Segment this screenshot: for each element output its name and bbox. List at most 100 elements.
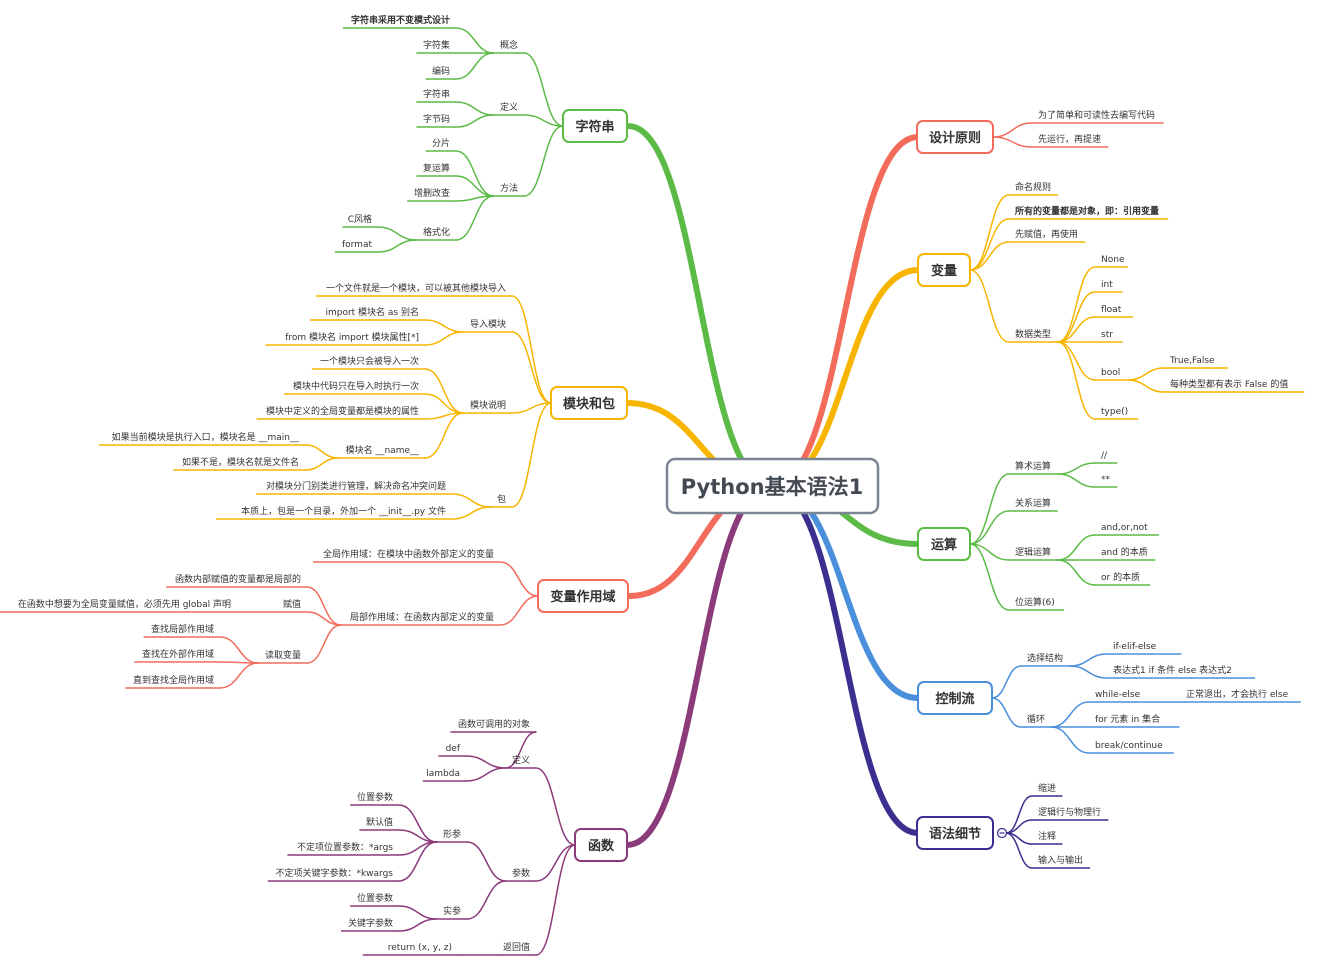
- label-var-ref: 所有的变量都是对象，即：引用变量: [1015, 205, 1159, 217]
- topic-variable-scope[interactable]: [537, 579, 629, 613]
- label-desc-1: 一个模块只会被导入一次: [320, 355, 419, 367]
- connector-line: [306, 586, 342, 626]
- topic-control-flow[interactable]: [917, 681, 993, 715]
- label-fmt-1: C风格: [348, 213, 372, 225]
- label-loop-2: for 元素 in 集合: [1095, 713, 1160, 725]
- connector-line: [992, 136, 1033, 148]
- topic-variable-scope-box: [537, 579, 629, 613]
- connector-line: [1057, 291, 1096, 343]
- connector-line: [969, 473, 1010, 545]
- label-syn-3: 注释: [1038, 830, 1056, 842]
- connector-line: [991, 665, 1022, 699]
- label-param-formal: 形参: [443, 828, 461, 840]
- topic-function-label: 函数: [588, 838, 615, 854]
- topic-variable-scope-label: 变量作用域: [550, 589, 615, 605]
- label-t-none: None: [1101, 255, 1125, 265]
- topic-module-package[interactable]: [550, 386, 628, 420]
- label-str-m3: 增删改查: [414, 187, 450, 199]
- connector-lines: [0, 27, 1305, 956]
- connector-line: [398, 905, 438, 920]
- connector-line: [511, 295, 552, 404]
- connector-line: [304, 444, 340, 459]
- label-mod-name: 模块名 __name__: [346, 444, 420, 456]
- connector-line: [523, 125, 564, 197]
- topic-function-box: [574, 828, 628, 862]
- connector-line: [499, 595, 539, 626]
- connector-line: [511, 402, 552, 508]
- connector-line: [455, 195, 495, 241]
- connector-line: [769, 483, 921, 836]
- label-arith-2: **: [1101, 475, 1111, 485]
- label-logic-1: and,or,not: [1101, 523, 1148, 533]
- connector-line: [969, 241, 1010, 271]
- label-t-float: float: [1101, 305, 1122, 315]
- label-op-arith: 算术运算: [1015, 460, 1051, 472]
- connector-line: [991, 697, 1022, 728]
- label-var-types: 数据类型: [1015, 328, 1051, 340]
- topic-syntax-details[interactable]: [916, 816, 994, 850]
- topic-operation[interactable]: [917, 527, 971, 561]
- connector-line: [219, 636, 259, 664]
- topic-design-principles[interactable]: [916, 120, 994, 154]
- connector-line: [769, 134, 921, 489]
- connector-line: [523, 52, 564, 127]
- topic-function[interactable]: [574, 828, 628, 862]
- label-str-m4: 格式化: [423, 226, 450, 238]
- label-op-bit: 位运算(6): [1015, 596, 1055, 608]
- connector-line: [535, 844, 576, 956]
- connector-line: [398, 841, 438, 882]
- connector-line: [455, 27, 495, 54]
- label-str-def: 定义: [500, 101, 518, 113]
- connector-line: [219, 662, 259, 689]
- central-topic[interactable]: [665, 457, 880, 515]
- connector-line: [455, 175, 495, 197]
- label-actual-1: 位置参数: [357, 892, 393, 904]
- topic-operation-box: [917, 527, 971, 561]
- connector-line: [1127, 367, 1165, 381]
- label-syn-2: 逻辑行与物理行: [1038, 806, 1101, 818]
- label-var-assign: 先赋值，再使用: [1015, 228, 1078, 240]
- label-t-int: int: [1101, 280, 1113, 290]
- topic-variable[interactable]: [917, 253, 971, 287]
- connector-line: [1005, 832, 1033, 869]
- topic-control-flow-box: [917, 681, 993, 715]
- label-t-str: str: [1101, 330, 1113, 340]
- label-sel-1: if-elif-else: [1113, 642, 1157, 652]
- connector-line: [455, 52, 495, 80]
- connector-line: [499, 561, 539, 597]
- label-t-bool: bool: [1101, 368, 1120, 378]
- label-pkg-1: 对模块分门别类进行管理，解决命名冲突问题: [266, 480, 446, 492]
- topic-boxes: [537, 109, 1008, 862]
- connector-line: [424, 393, 464, 414]
- connector-line: [377, 226, 418, 241]
- connector-line: [625, 123, 775, 489]
- connector-line: [969, 218, 1010, 271]
- label-mod-import: 导入模块: [470, 318, 506, 330]
- label-loop-1a: 正常退出，才会执行 else: [1186, 688, 1289, 700]
- label-local-1: 函数内部赋值的变量都是局部的: [175, 573, 301, 585]
- label-bool-1: True,False: [1169, 356, 1215, 366]
- connector-line: [306, 611, 342, 626]
- label-return-1: return (x, y, z): [388, 943, 452, 953]
- label-var-naming: 命名规则: [1015, 181, 1051, 193]
- topic-string-box: [562, 109, 628, 143]
- connector-line: [424, 368, 464, 414]
- label-op-logic: 逻辑运算: [1015, 546, 1051, 558]
- label-desc-2: 模块中代码只在导入时执行一次: [293, 380, 419, 392]
- label-str-m1: 分片: [432, 137, 450, 149]
- connector-line: [1057, 473, 1096, 488]
- label-read-2: 查找在外部作用域: [142, 648, 214, 660]
- connector-line: [466, 880, 507, 920]
- connector-line: [304, 457, 340, 471]
- connector-line: [969, 194, 1010, 271]
- topic-string[interactable]: [562, 109, 628, 143]
- connector-line: [1050, 726, 1090, 754]
- label-syn-1: 缩进: [1038, 782, 1056, 794]
- connector-line: [424, 319, 464, 333]
- connector-line: [1069, 653, 1108, 667]
- connector-line: [969, 269, 1010, 343]
- label-loop-3: break/continue: [1095, 741, 1163, 751]
- central-topic-label: Python基本语法1: [681, 475, 863, 499]
- connector-line: [969, 543, 1010, 611]
